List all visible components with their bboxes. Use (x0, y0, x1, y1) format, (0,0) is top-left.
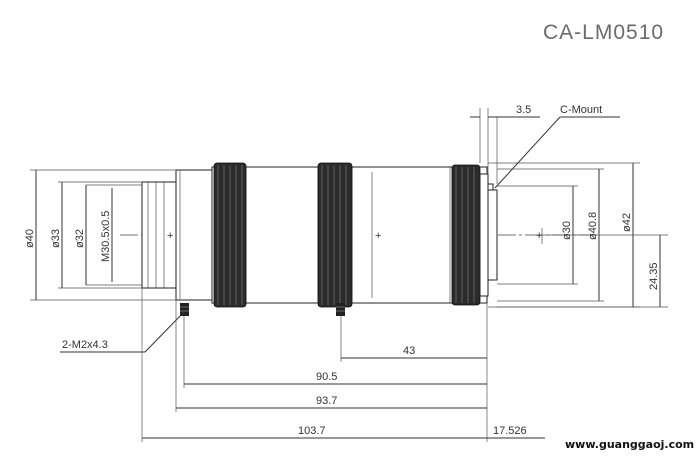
dim-d40: ø40 (24, 229, 36, 248)
watermark-text: www.guanggaoj.com (565, 438, 694, 451)
dim-3-5: 3.5 (516, 104, 531, 116)
dim-d32: ø32 (74, 229, 86, 248)
focus-ring-front (213, 162, 247, 308)
screw-callout (60, 311, 185, 353)
iris-ring-rear (451, 164, 481, 306)
zoom-ring-middle (317, 162, 353, 308)
set-screw-middle (336, 303, 345, 316)
c-mount-flange (479, 173, 498, 297)
dim-17-526: 17.526 (493, 425, 527, 437)
label-c-mount: C-Mount (560, 104, 602, 116)
dim-103-7: 103.7 (298, 425, 326, 437)
dim-93-7: 93.7 (316, 395, 337, 407)
dim-d30: ø30 (561, 221, 573, 240)
set-screw-left (180, 303, 189, 316)
center-mark-mid: + (375, 230, 381, 242)
right-diameter-dimensions (488, 162, 668, 308)
dim-24-35: 24.35 (648, 262, 660, 290)
length-dimensions (141, 288, 545, 442)
label-screw: 2-M2x4.3 (62, 339, 108, 351)
dim-43: 43 (403, 345, 415, 357)
center-mark-front: + (167, 230, 173, 242)
dim-thread: M30.5x0.5 (100, 211, 112, 262)
flange-callouts (470, 108, 620, 189)
center-mark-rear: + (536, 230, 542, 242)
dim-d42: ø42 (621, 213, 633, 232)
dim-90-5: 90.5 (316, 371, 337, 383)
left-diameter-dimensions (30, 169, 176, 301)
drawing-title: CA-LM0510 (543, 21, 664, 44)
dim-d40-8: ø40.8 (587, 212, 599, 240)
dim-d33: ø33 (50, 229, 62, 248)
front-lens-tube (141, 169, 213, 301)
